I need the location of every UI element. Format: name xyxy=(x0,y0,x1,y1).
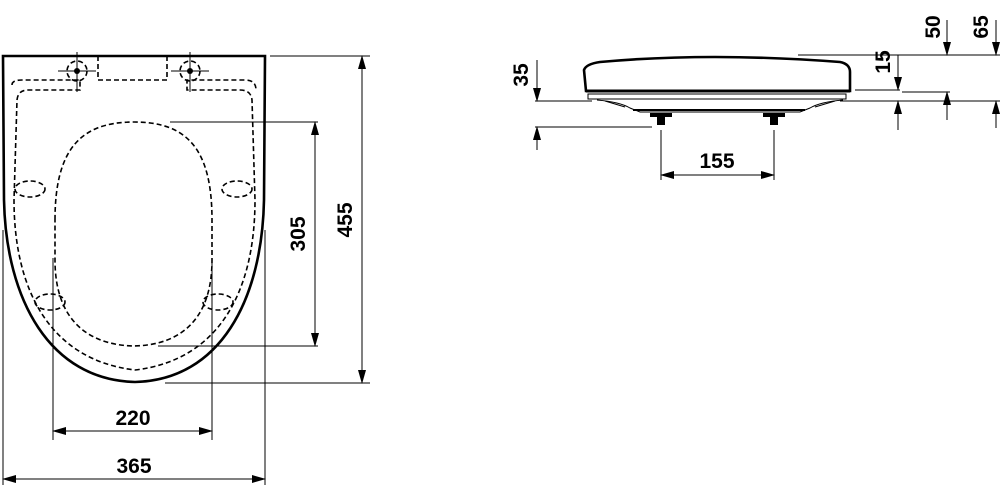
dim-hinge-spacing: 155 xyxy=(699,150,734,173)
buffer-oval-lower-left xyxy=(34,293,66,311)
top-view: 220 365 305 455 xyxy=(1,52,370,485)
dim-seat-height: 50 xyxy=(922,15,945,38)
hinge-pin-right-icon xyxy=(763,113,785,125)
dim-hinge-height: 35 xyxy=(510,63,533,87)
hinge-left-icon xyxy=(58,52,96,92)
hinge-pin-left-icon xyxy=(650,113,672,125)
buffer-oval-lower-right xyxy=(202,293,234,311)
lid-outline xyxy=(582,55,852,93)
dim-inner-width: 220 xyxy=(115,407,150,430)
dim-opening-length: 305 xyxy=(287,216,310,251)
buffer-oval-left xyxy=(14,180,46,198)
hinge-right-icon xyxy=(171,52,209,92)
buffer-oval-right xyxy=(221,180,253,198)
bowl-rim-dashed xyxy=(11,79,257,371)
dim-overall-width: 365 xyxy=(116,455,151,478)
hinge-block-dashed xyxy=(97,56,168,81)
dim-overall-length: 455 xyxy=(334,202,357,237)
dim-lid-thickness: 15 xyxy=(872,50,895,74)
seat-ring xyxy=(587,93,847,100)
dim-total-height: 65 xyxy=(970,15,993,39)
side-view: 35 155 15 50 65 xyxy=(510,15,1000,180)
seat-outline xyxy=(1,54,267,384)
inner-opening-dashed xyxy=(54,121,213,347)
seat-underside xyxy=(596,99,844,113)
